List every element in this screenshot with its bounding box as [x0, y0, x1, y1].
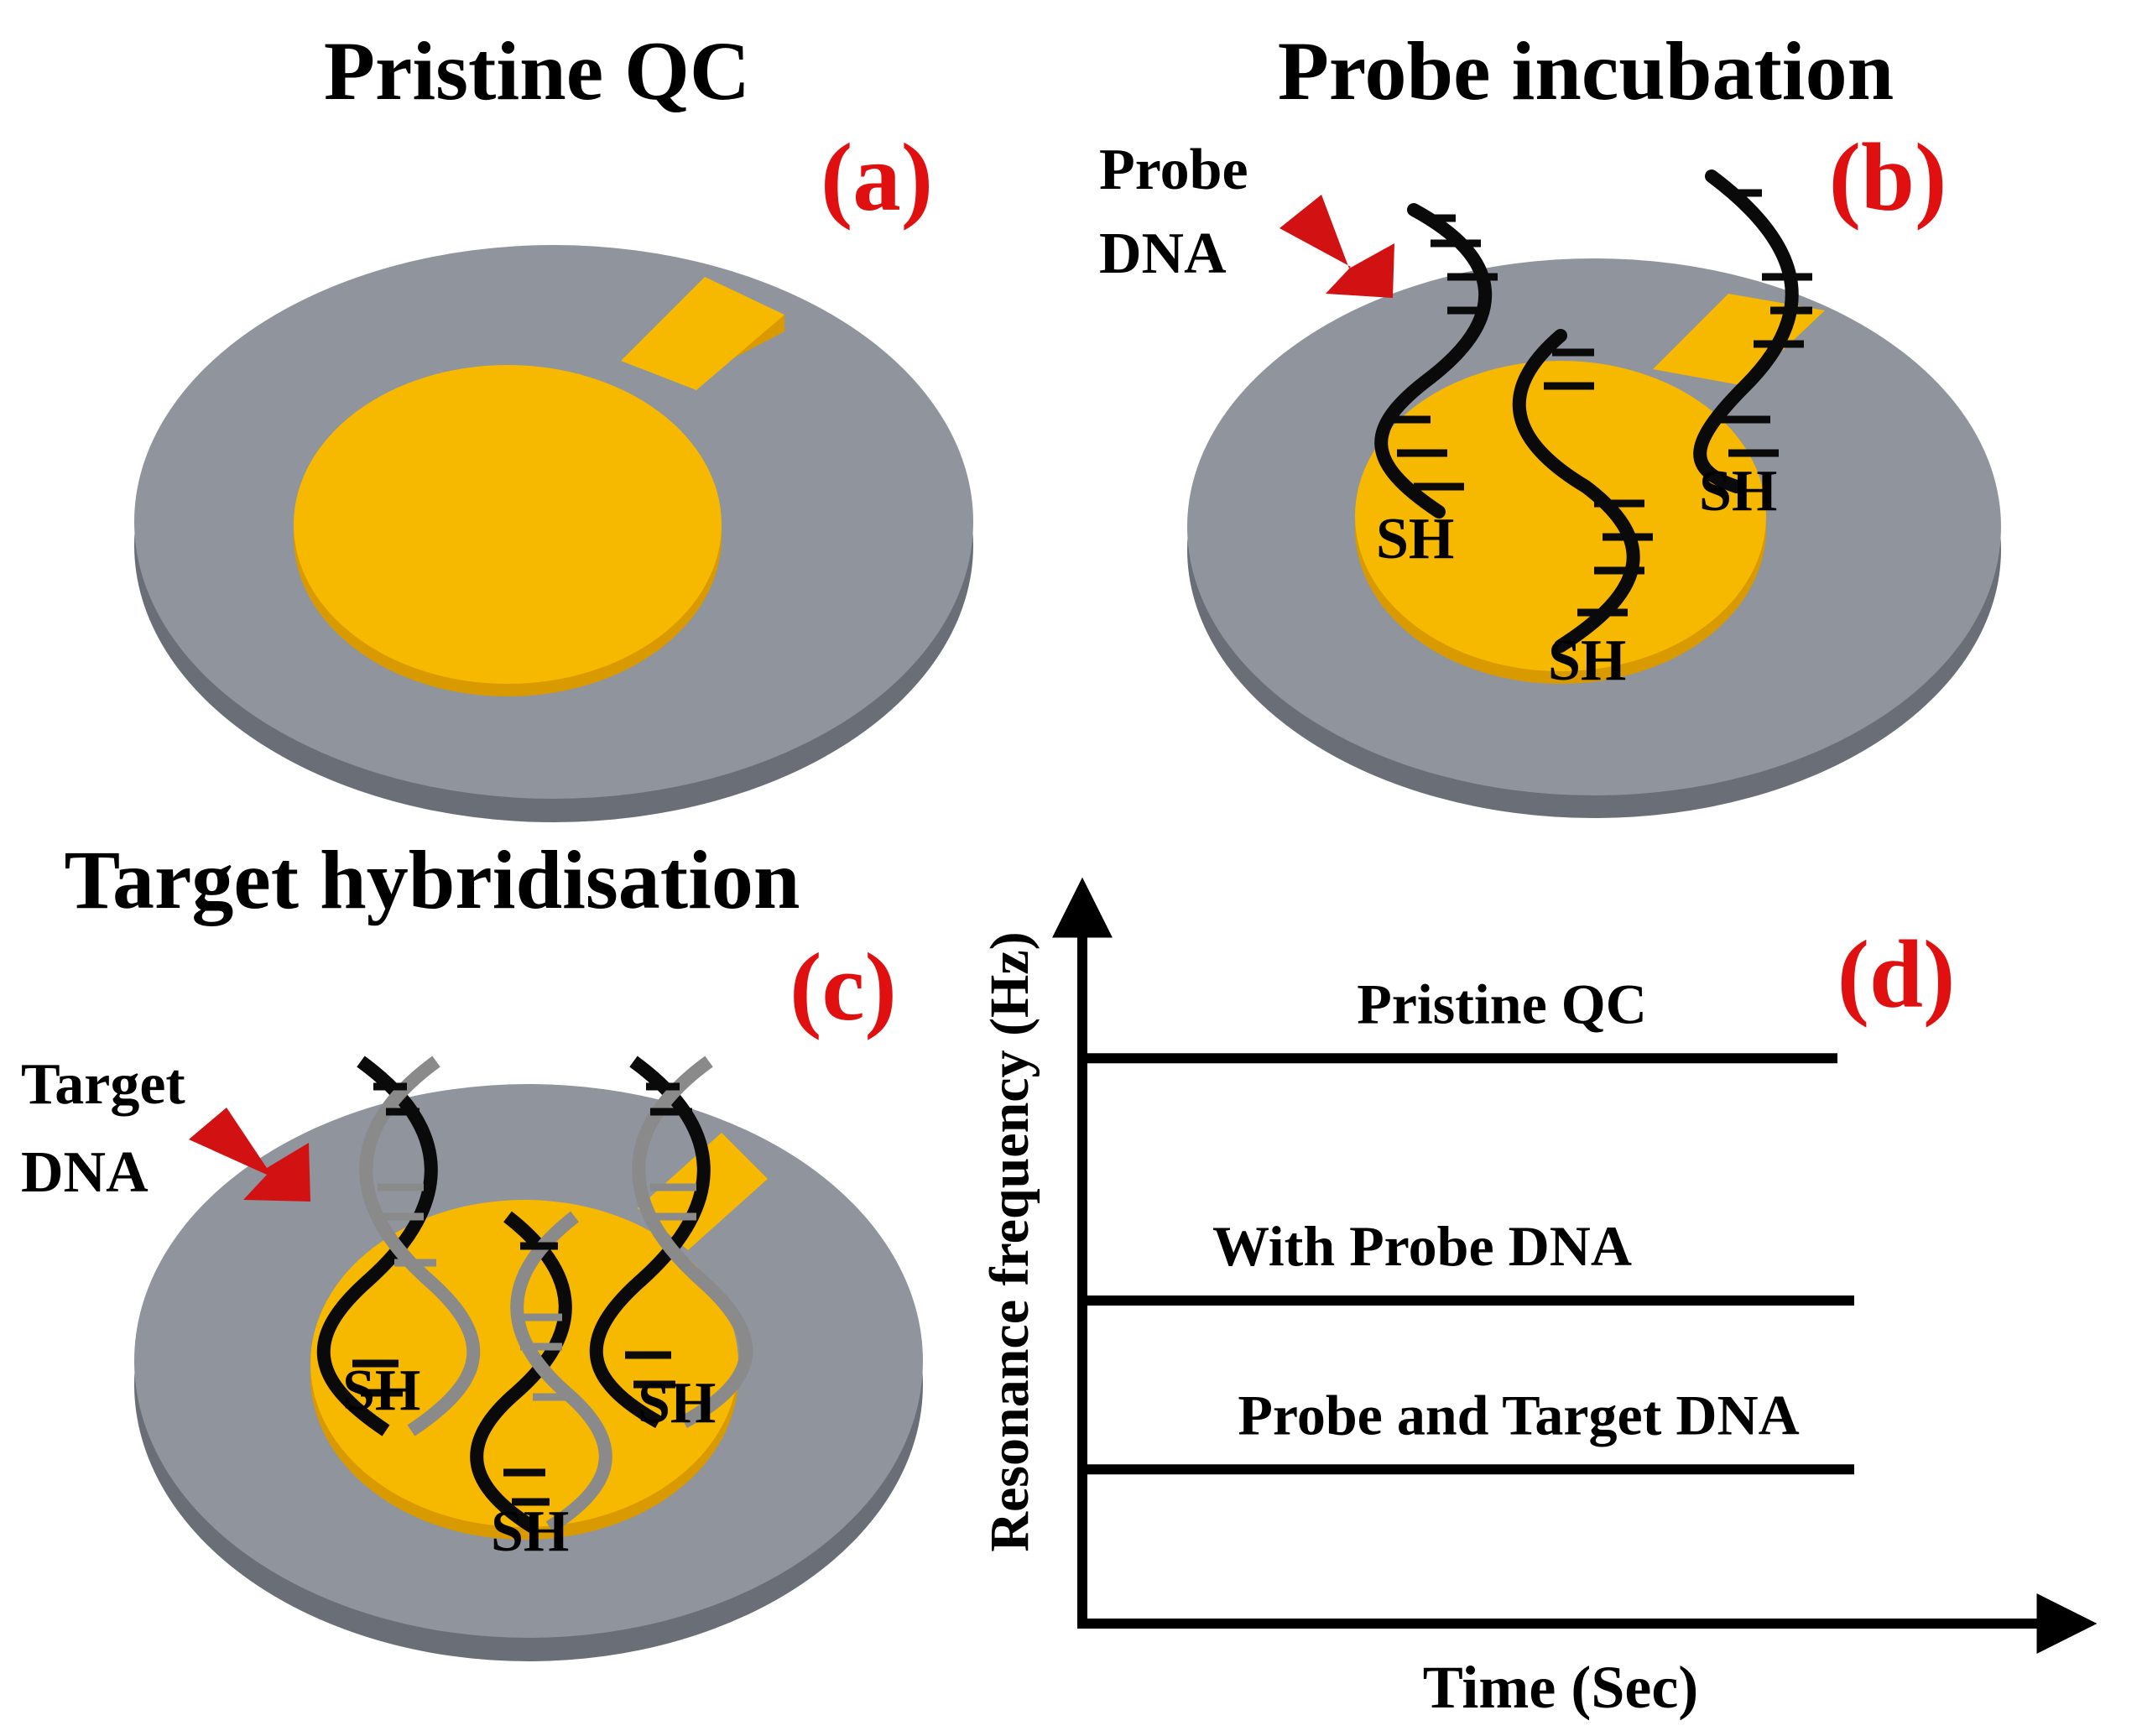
probe-dna-label-line1: Probe [1099, 138, 1248, 202]
panel-a: Pristine QC (a) [134, 24, 973, 822]
panel-c-letter: (c) [790, 934, 897, 1040]
thiol-label: SH [1548, 628, 1626, 693]
thiol-label: SH [1699, 459, 1777, 524]
panel-c: Target hybridisation (c) Target DNA [21, 833, 923, 1661]
panel-d-letter: (d) [1837, 921, 1956, 1028]
probe-dna-label-line2: DNA [1099, 222, 1227, 286]
series-label: Pristine QC [1357, 972, 1647, 1035]
probe-dna-strand [1374, 203, 1498, 519]
probe-pointer-arrow [1279, 195, 1394, 298]
series-label: Probe and Target DNA [1238, 1383, 1799, 1447]
hybridised-dna-duplex [470, 1211, 612, 1533]
panel-a-title: Pristine QC [324, 24, 750, 117]
target-dna-label-line2: DNA [21, 1140, 149, 1205]
gold-electrode [294, 277, 784, 696]
electrode-top [1355, 361, 1766, 671]
target-pointer-arrow [189, 1108, 310, 1202]
panel-b-title: Probe incubation [1278, 24, 1894, 117]
panel-a-letter: (a) [821, 124, 933, 231]
probe-dna-strand [1693, 169, 1812, 493]
electrode-tab [621, 277, 784, 390]
probe-dna-strand [1512, 329, 1653, 653]
hybridised-dna-duplex [589, 1056, 753, 1428]
thiol-label: SH [342, 1358, 420, 1423]
series-label: With Probe DNA [1212, 1214, 1632, 1278]
thiol-label: SH [491, 1499, 569, 1564]
electrode-tab [1653, 294, 1825, 386]
x-axis-label: Time (Sec) [1423, 1654, 1699, 1721]
thiol-label: SH [1376, 507, 1454, 571]
panel-d-chart: (d) Resonance frequency (Hz) Time (Sec) … [979, 877, 2098, 1721]
series-layer: Pristine QC With Probe DNA Probe and Targe… [1087, 972, 1854, 1475]
panel-b: Probe incubation (b) Probe DNA [1099, 24, 2001, 818]
hybridised-dna-duplex [316, 1056, 481, 1436]
gold-electrode-b [1355, 294, 1825, 684]
target-dna-label-line1: Target [21, 1052, 185, 1117]
electrode-top [294, 365, 722, 684]
panel-c-title: Target hybridisation [64, 833, 800, 926]
y-axis-label: Resonance frequency (Hz) [979, 931, 1040, 1551]
thiol-label: SH [638, 1371, 716, 1436]
panel-b-letter: (b) [1829, 124, 1947, 231]
